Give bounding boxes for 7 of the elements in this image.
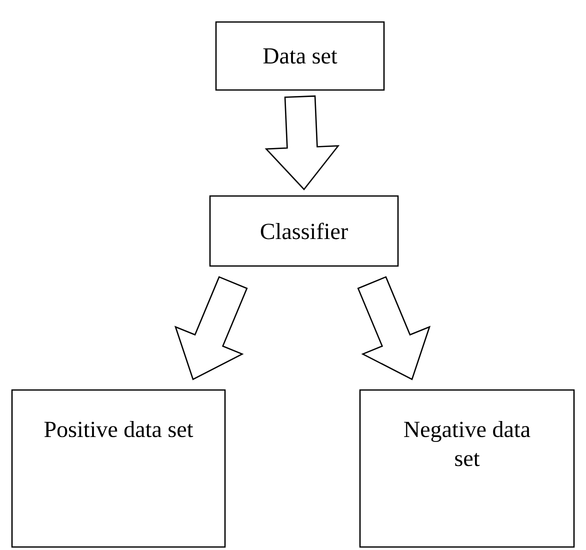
block-arrow (264, 95, 340, 190)
block-arrow (174, 276, 248, 380)
process-box: Negative data set (359, 389, 575, 548)
process-box: Classifier (209, 195, 399, 267)
process-box: Data set (215, 21, 385, 91)
block-arrow (357, 276, 431, 380)
process-box: Positive data set (11, 389, 226, 548)
